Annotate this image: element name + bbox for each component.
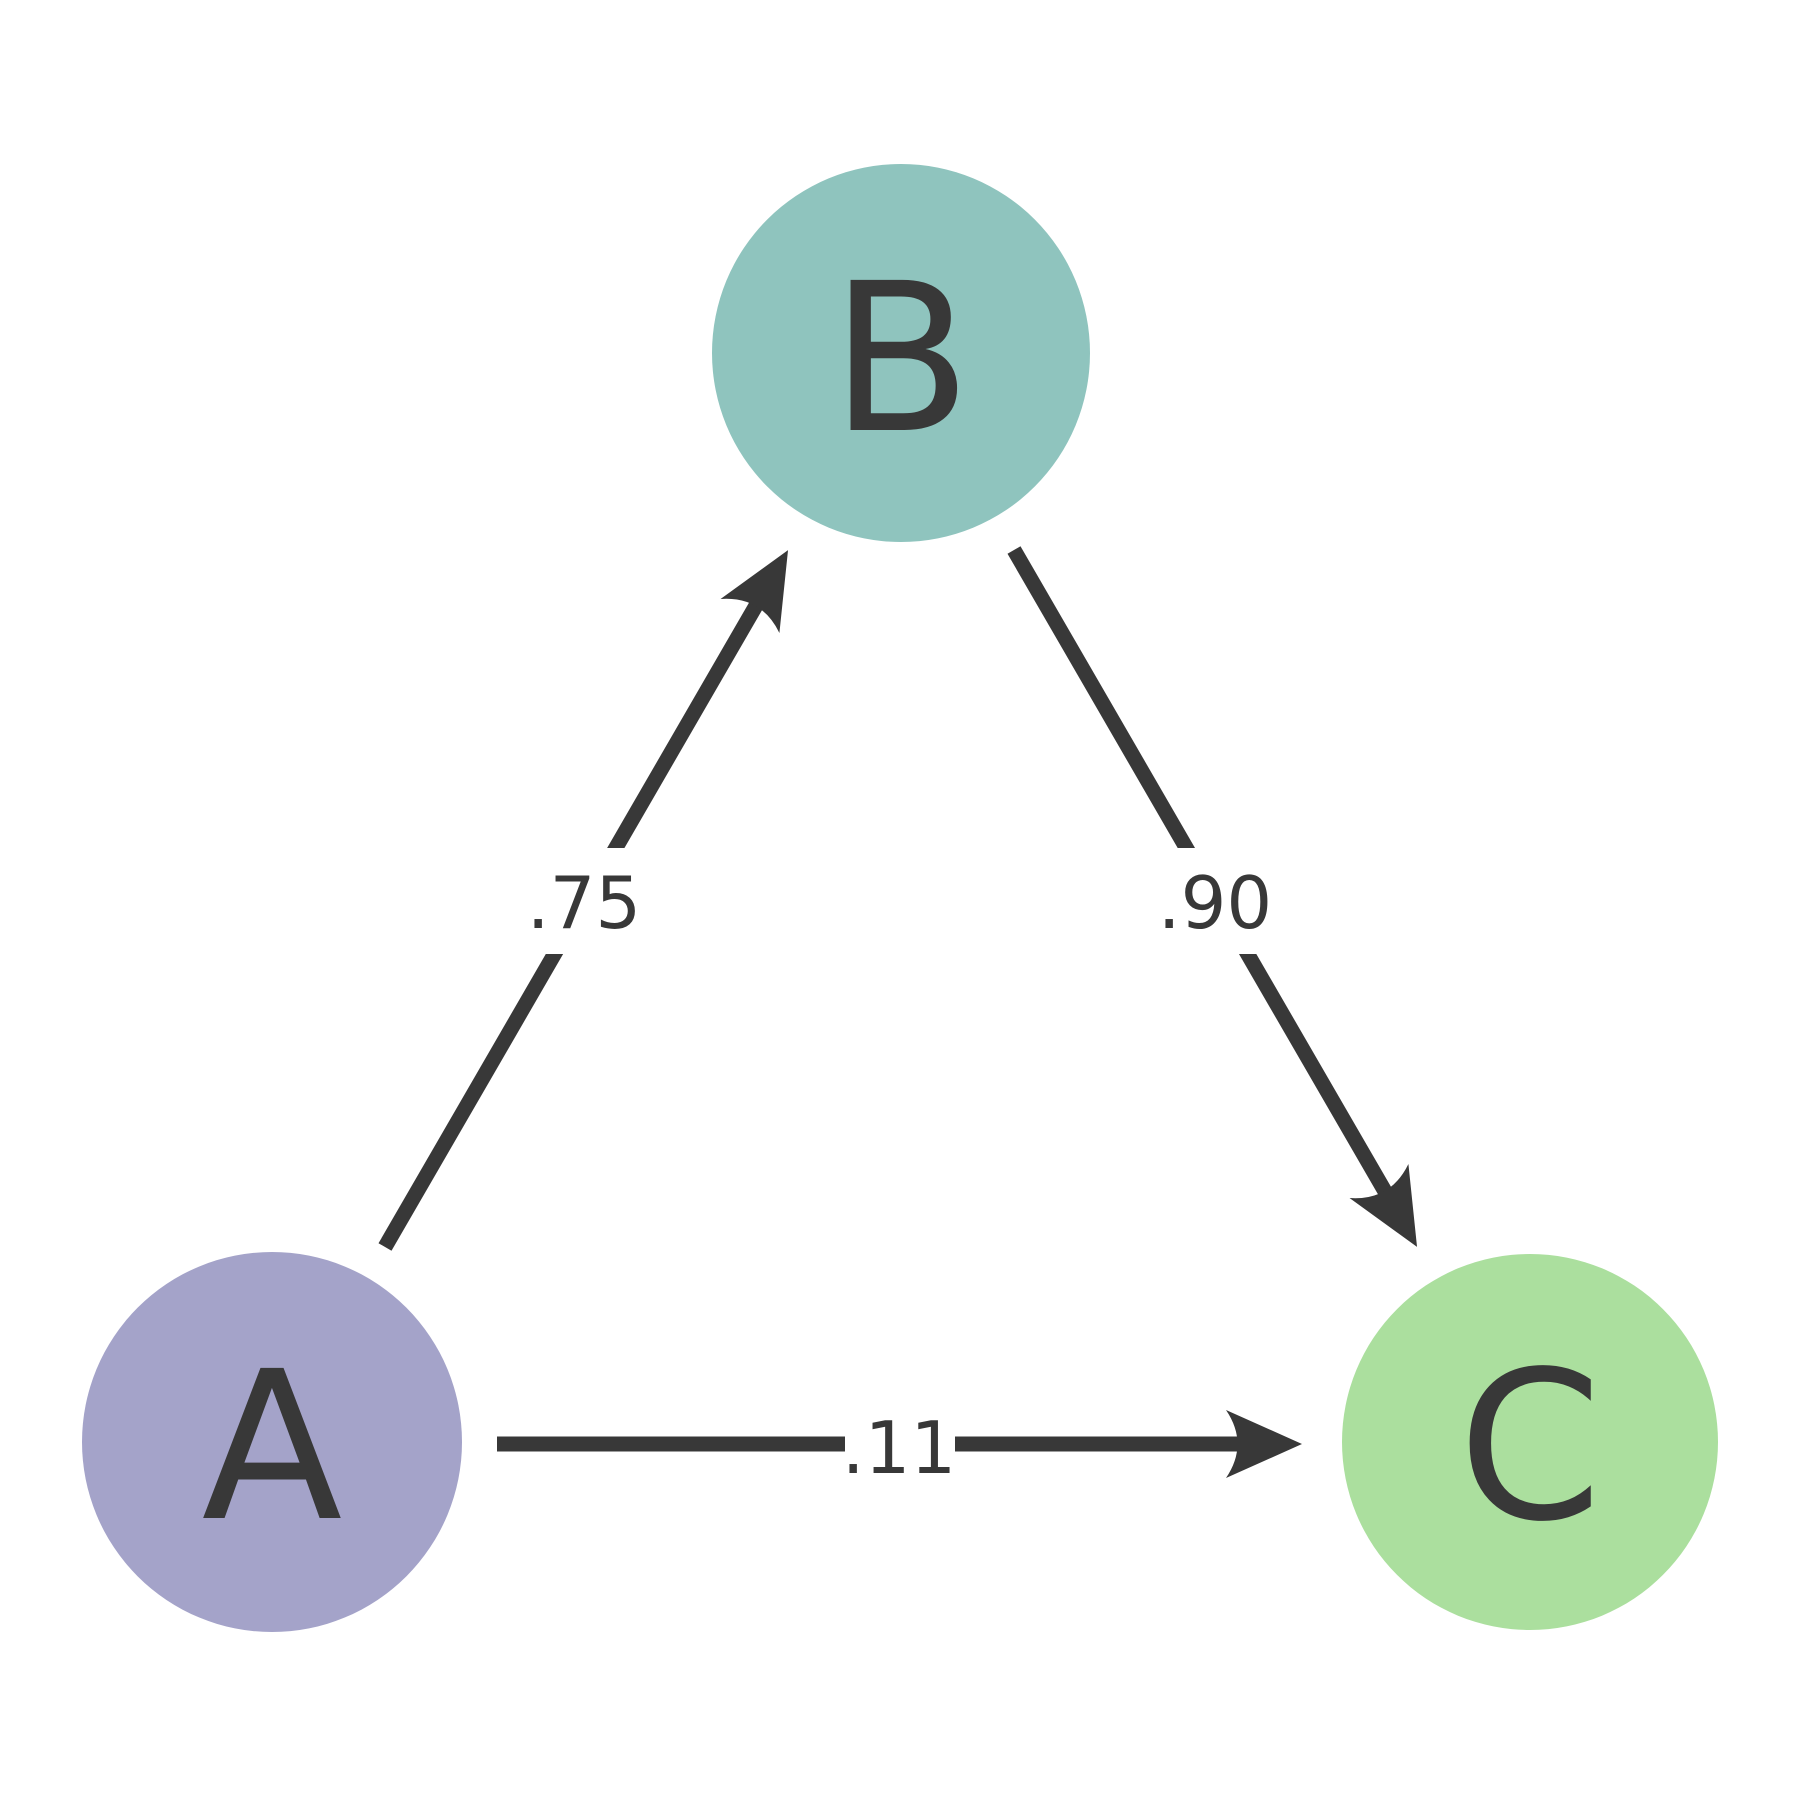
- node-c: C: [1342, 1254, 1718, 1630]
- edge-a-b-label-backdrop: [528, 848, 642, 954]
- edge-a-c-label-backdrop: [845, 1398, 955, 1492]
- edge-b-c-weight-label: .90: [1158, 861, 1273, 945]
- node-b: B: [712, 164, 1090, 542]
- node-c-label: C: [1458, 1327, 1602, 1567]
- node-a: A: [82, 1252, 462, 1632]
- node-b-label: B: [830, 239, 971, 479]
- edge-b-c-label-backdrop: [1159, 848, 1273, 954]
- node-c-circle: [1342, 1254, 1718, 1630]
- node-b-circle: [712, 164, 1090, 542]
- node-a-label: A: [202, 1327, 343, 1567]
- edge-a-b-weight-label: .75: [527, 861, 642, 945]
- edge-a-c-weight-label: .11: [842, 1406, 957, 1490]
- node-a-circle: [82, 1252, 462, 1632]
